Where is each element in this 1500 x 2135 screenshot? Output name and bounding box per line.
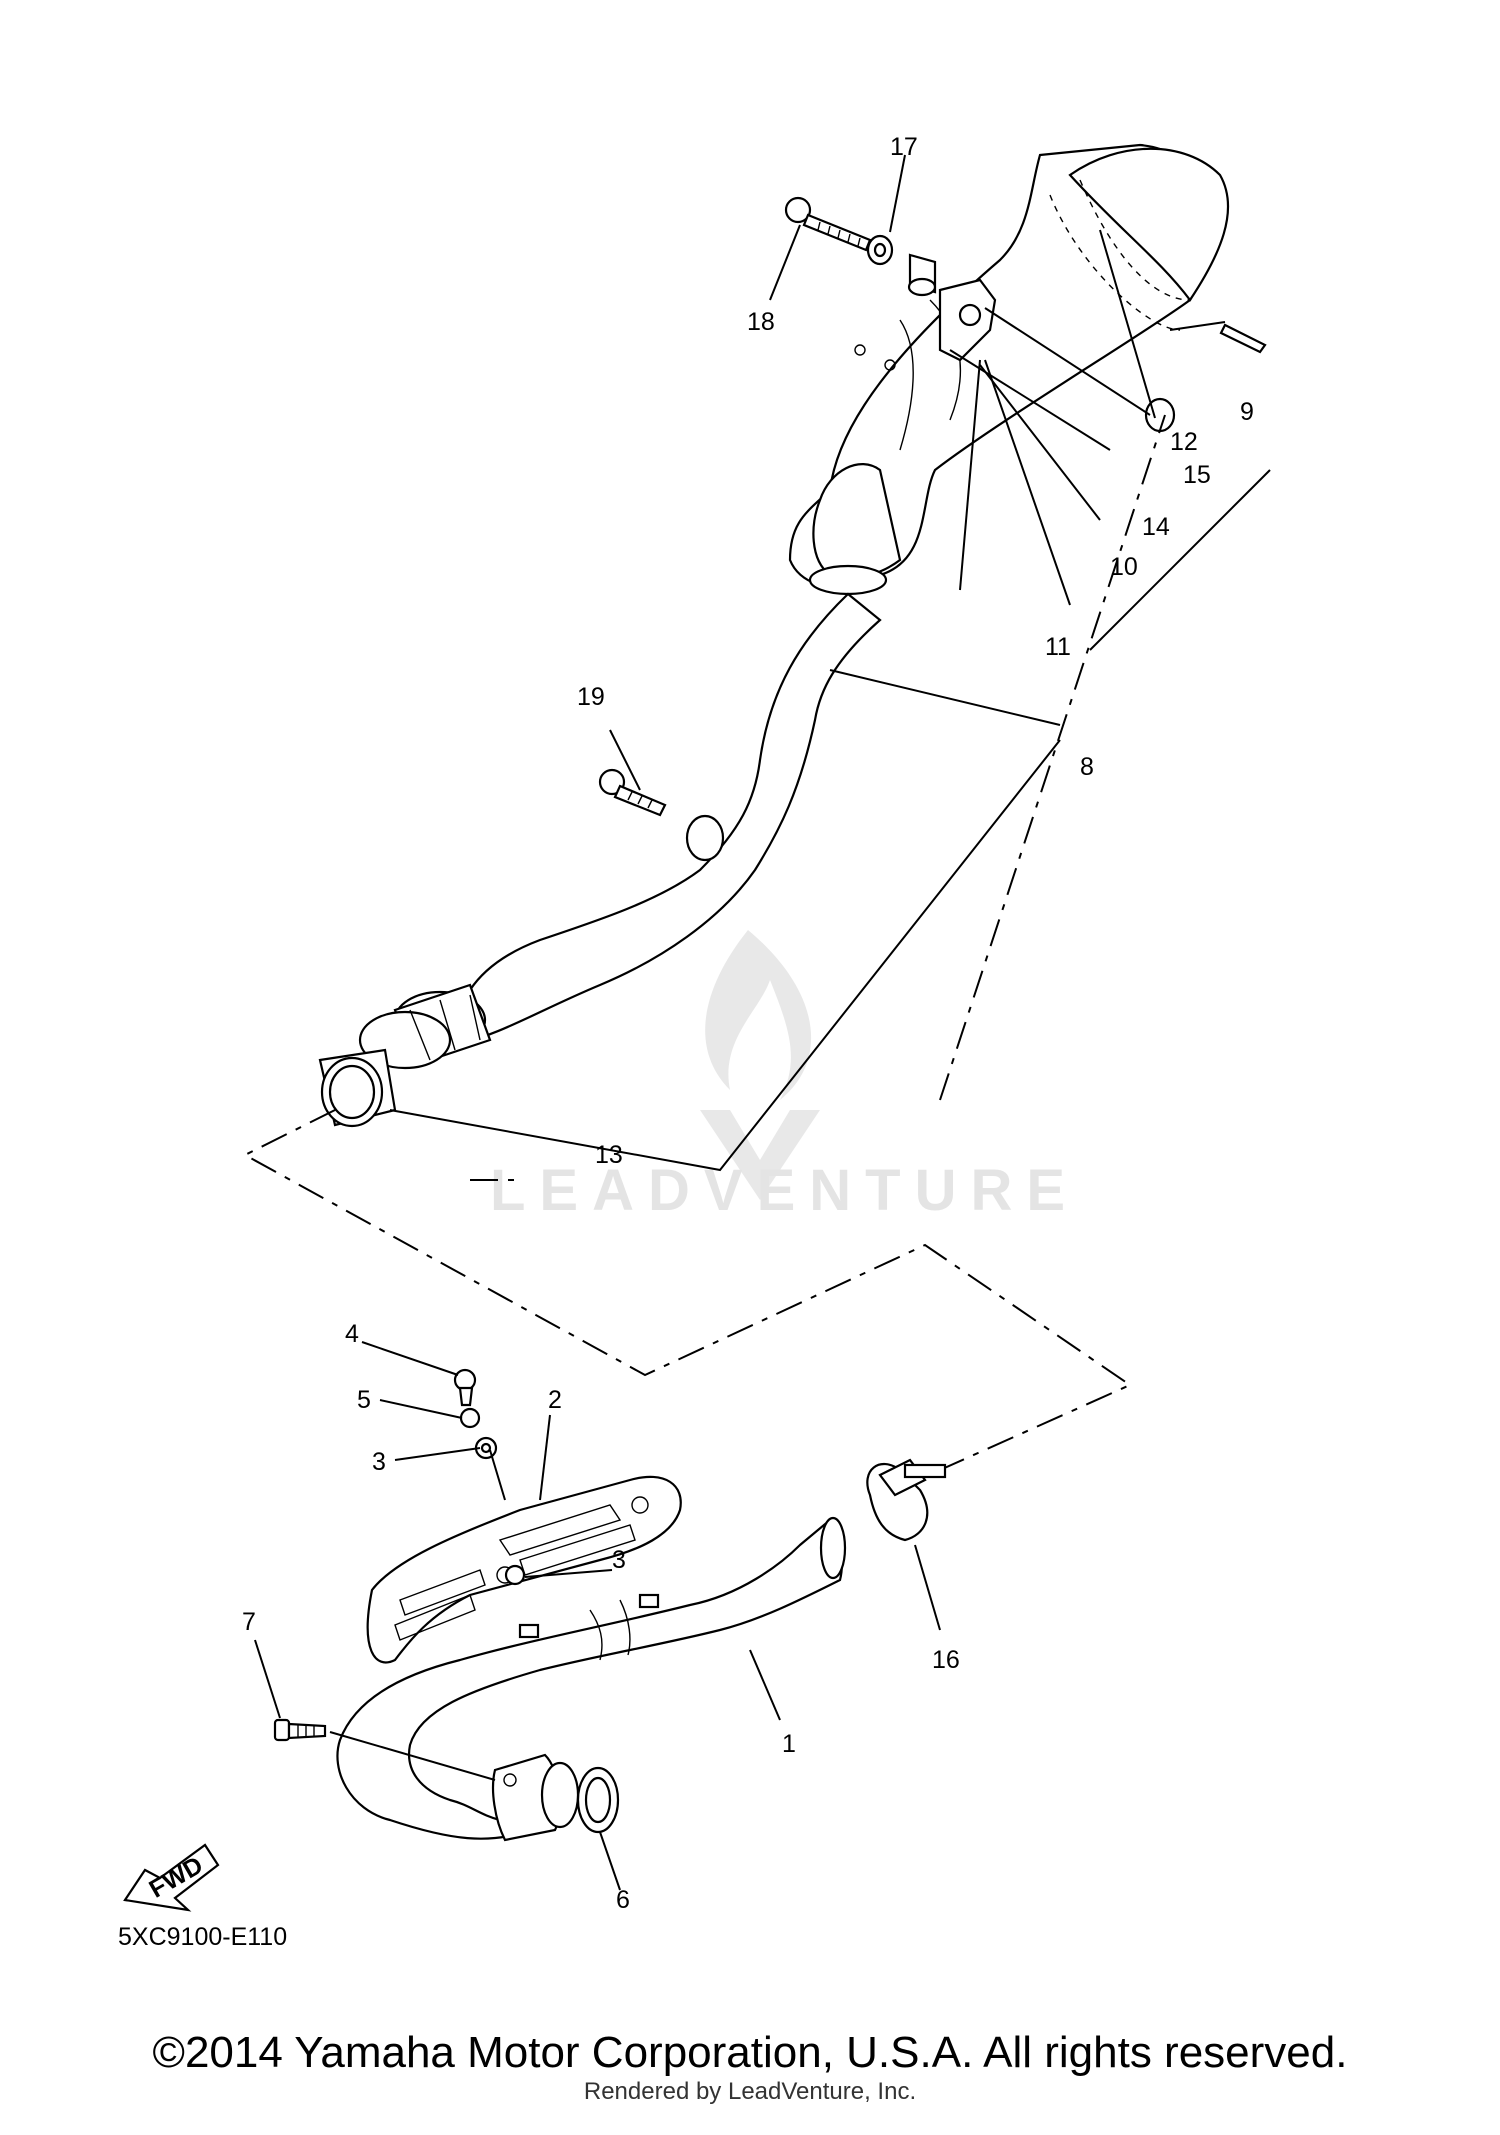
callout-3b: 3 <box>612 1546 626 1574</box>
muffler-assembly <box>318 143 1230 1128</box>
callout-numbers: 1 2 3 3 4 5 6 7 8 9 10 11 12 13 14 15 16… <box>242 133 1254 1914</box>
leadventure-watermark: LEADVENTURE <box>490 930 1079 1223</box>
callout-4: 4 <box>345 1320 359 1348</box>
callout-12: 12 <box>1170 428 1198 456</box>
assembly-dashed-lines <box>242 414 1166 1471</box>
callout-8: 8 <box>1080 753 1094 781</box>
watermark-text: LEADVENTURE <box>490 1158 1079 1223</box>
header-pipe-assembly <box>336 1458 947 1842</box>
callout-2: 2 <box>548 1386 562 1414</box>
callout-18: 18 <box>747 308 775 336</box>
callout-9: 9 <box>1240 398 1254 426</box>
callout-6: 6 <box>616 1886 630 1914</box>
callout-17: 17 <box>890 133 918 161</box>
callout-10: 10 <box>1110 553 1138 581</box>
reference-code: 5XC9100-E110 <box>118 1923 287 1951</box>
copyright-notice: ©2014 Yamaha Motor Corporation, U.S.A. A… <box>152 2028 1348 2077</box>
callout-1: 1 <box>782 1730 796 1758</box>
callout-5: 5 <box>357 1386 371 1414</box>
callout-7: 7 <box>242 1608 256 1636</box>
callout-11: 11 <box>1045 633 1071 661</box>
lower-hardware <box>273 1368 526 1742</box>
leader-lines-upper <box>389 154 1271 1172</box>
callout-19: 19 <box>577 683 605 711</box>
leader-lines-lower <box>254 1341 941 1891</box>
callout-15: 15 <box>1183 461 1211 489</box>
fwd-arrow-icon: FWD <box>123 1843 220 1912</box>
callout-14: 14 <box>1142 513 1170 541</box>
callout-16: 16 <box>932 1646 960 1674</box>
callout-13: 13 <box>595 1141 623 1169</box>
muffler-hardware <box>598 196 1267 817</box>
rendered-by-notice: Rendered by LeadVenture, Inc. <box>583 2078 917 2105</box>
callout-3a: 3 <box>372 1448 386 1476</box>
